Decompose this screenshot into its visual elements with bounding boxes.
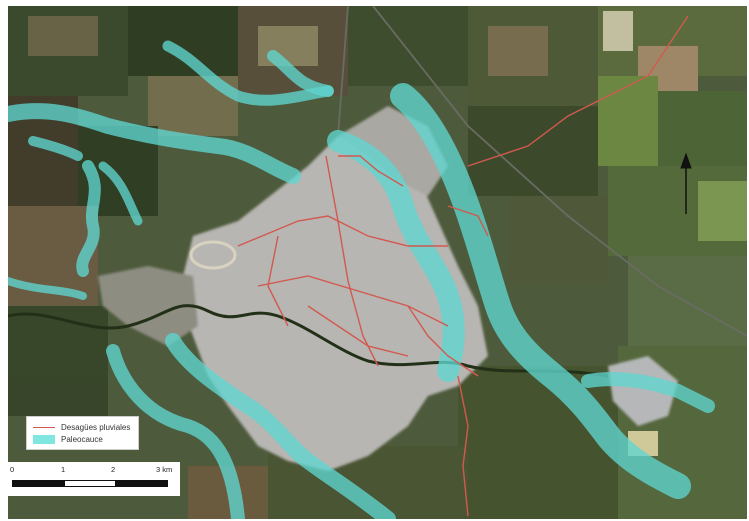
storm-drains-layer — [237, 15, 689, 517]
scale-segment — [64, 480, 116, 487]
paleochannel-layer — [8, 40, 715, 519]
racetrack-oval — [189, 240, 237, 270]
legend: Desagües pluviales Paleocauce — [26, 416, 140, 450]
satellite-map[interactable]: Desagües pluviales Paleocauce — [8, 6, 747, 519]
scale-tick-label: 1 — [61, 465, 66, 474]
scale-segment — [116, 480, 168, 487]
scale-tick-label: 0 — [10, 465, 15, 474]
scale-bar: 0 1 2 3 km — [8, 462, 180, 496]
red-line-swatch — [33, 426, 55, 428]
roads — [337, 6, 747, 337]
stream — [8, 304, 609, 378]
scale-segment — [12, 480, 64, 487]
cyan-fill-swatch — [33, 434, 55, 444]
legend-label: Paleocauce — [61, 434, 103, 444]
legend-label: Desagües pluviales — [61, 422, 131, 432]
scale-tick-label: 3 km — [156, 465, 173, 474]
scale-tick-label: 2 — [111, 465, 116, 474]
legend-item-storm-drains: Desagües pluviales — [33, 421, 130, 433]
legend-item-paleochannel: Paleocauce — [33, 433, 130, 445]
map-canvas — [8, 6, 747, 519]
north-arrow-icon — [680, 152, 692, 214]
